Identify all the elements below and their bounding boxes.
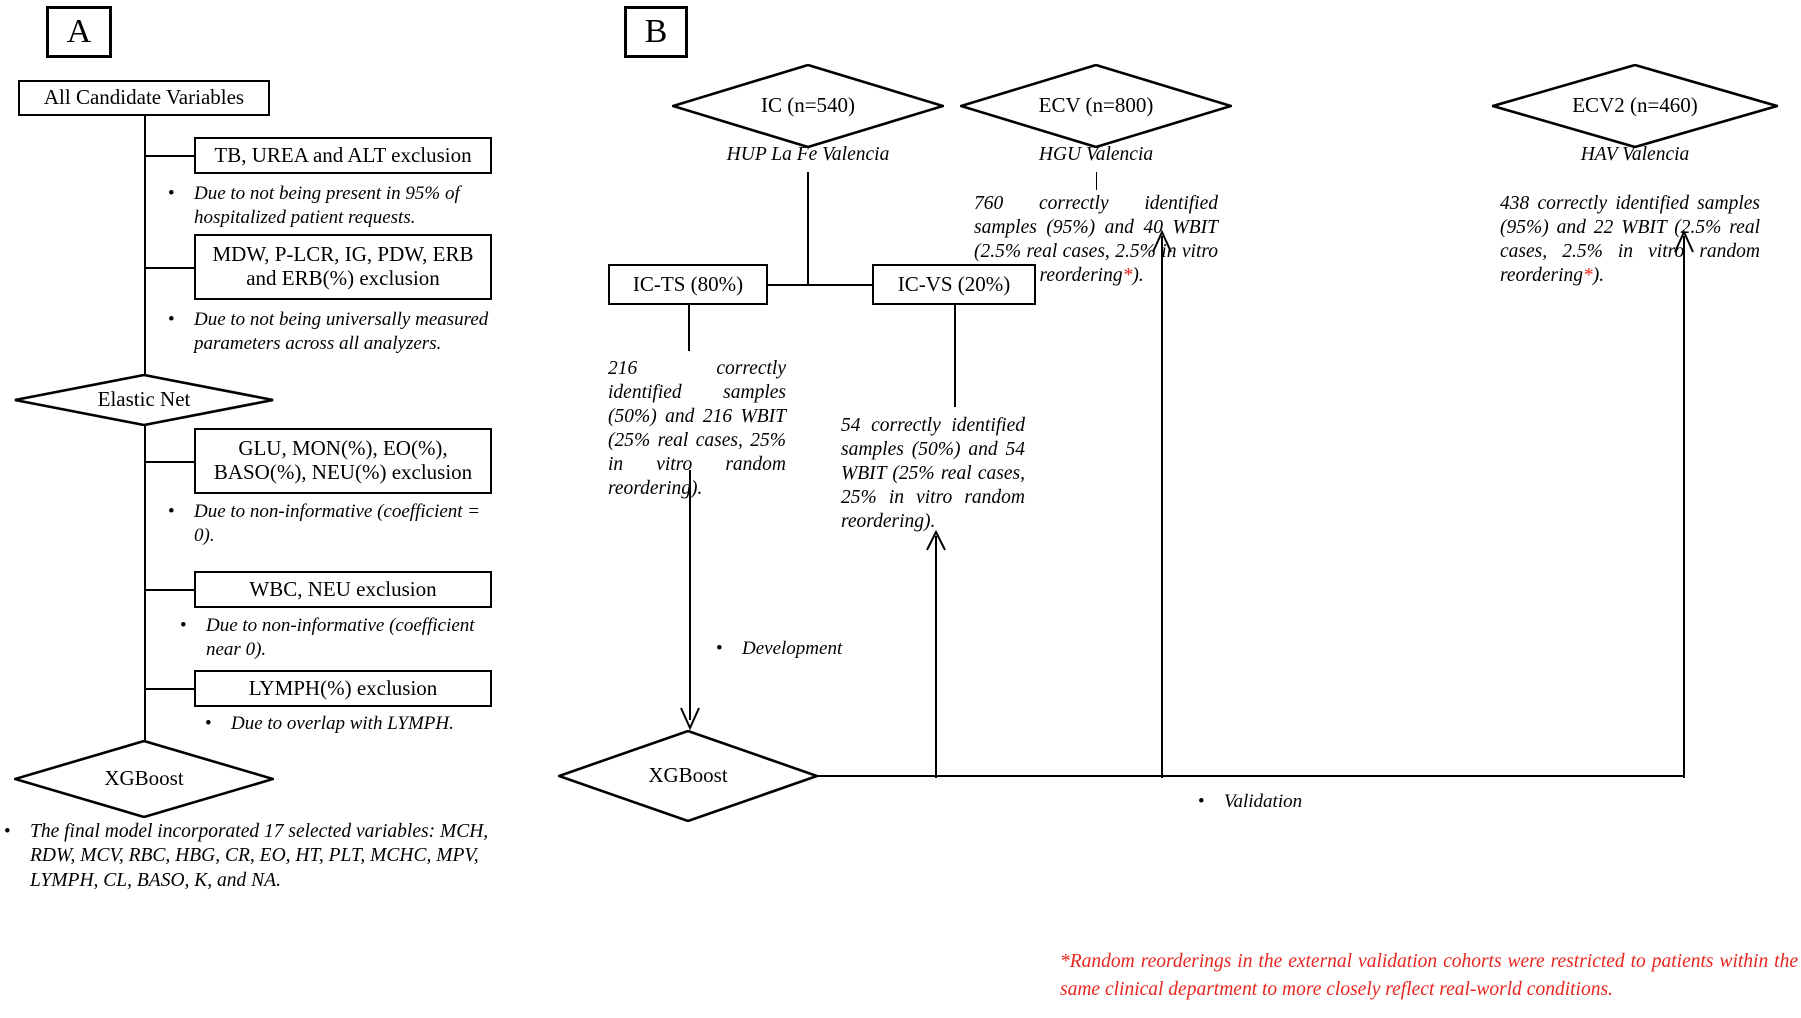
detail-ic-vs-text: 54 correctly identified samples (50%) an… [841,415,1025,532]
arrow-development [680,470,700,731]
cohort-ecv2-diamond: ECV2 (n=460) [1492,64,1778,148]
decision-xgboost-a: XGBoost [14,740,274,818]
box-all-candidate-variables-label: All Candidate Variables [43,85,245,110]
box-glu-mon-exclusion-line2: BASO(%), NEU(%) exclusion [213,460,473,484]
box-tb-urea-alt-exclusion-label: TB, UREA and ALT exclusion [214,142,472,167]
bullet-dot-icon: • [168,501,175,522]
box-glu-mon-exclusion: GLU, MON(%), EO(%), BASO(%), NEU(%) excl… [194,428,492,494]
branch-a-1 [144,155,194,157]
bullet-dot-icon: • [716,638,723,659]
note-tb-urea-alt-reason: • Due to not being present in 95% of hos… [168,182,498,230]
connector-ic-down [807,172,809,284]
bullet-dot-icon: • [168,309,175,330]
note-final-model-text: The final model incorporated 17 selected… [30,821,489,891]
note-mdw-plcr-reason-text: Due to not being universally measured pa… [194,309,489,354]
bullet-dot-icon: • [168,183,175,204]
connector-split-horizontal [768,284,872,286]
cohort-ecv-site-text: HGU Valencia [1038,144,1154,165]
panel-tag-a-label: A [66,13,92,50]
note-glu-mon-reason-text: Due to non-informative (coefficient = 0)… [194,501,481,546]
arrow-validation-icvs [926,529,946,778]
connector-ic-ts-down [688,305,690,351]
footnote-random-reordering: *Random reorderings in the external vali… [1060,948,1798,1005]
cohort-ecv2-site-text: HAV Valencia [1580,144,1690,165]
detail-ic-ts-text: 216 correctly identified samples (50%) a… [608,358,786,499]
bullet-dot-icon: • [180,615,187,636]
arrow-validation-ecv [1152,229,1172,778]
note-wbc-neu-reason: • Due to non-informative (coefficient ne… [180,614,480,662]
spine-a-top [144,116,146,376]
bullet-dot-icon: • [4,821,11,842]
box-ic-ts-label: IC-TS (80%) [632,271,744,296]
box-tb-urea-alt-exclusion: TB, UREA and ALT exclusion [194,137,492,174]
diamond-shape-icon [960,64,1232,148]
bullet-dot-icon: • [1198,791,1205,812]
decision-elastic-net: Elastic Net [14,374,274,426]
label-validation-text: Validation [1224,791,1303,812]
box-mdw-plcr-exclusion: MDW, P-LCR, IG, PDW, ERB and ERB(%) excl… [194,234,492,300]
box-glu-mon-exclusion-line1: GLU, MON(%), EO(%), [238,436,448,461]
connector-ecv-site-detail [1096,172,1097,190]
branch-a-5 [144,688,194,690]
cohort-ic-site: HUP La Fe Valencia [678,143,938,167]
diamond-shape-icon [558,730,818,822]
arrow-validation-ecv2 [1674,229,1694,778]
box-ic-vs-label: IC-VS (20%) [897,271,1011,296]
cohort-ecv2-detail-text: 438 correctly identified samples (95%) a… [1500,193,1760,286]
footnote-random-reordering-text: *Random reorderings in the external vali… [1060,951,1798,1001]
box-mdw-plcr-exclusion-line1: MDW, P-LCR, IG, PDW, ERB [212,242,474,267]
box-ic-vs: IC-VS (20%) [872,264,1036,305]
cohort-ecv-site: HGU Valencia [966,143,1226,167]
note-final-model: • The final model incorporated 17 select… [4,820,504,893]
cohort-ic-site-text: HUP La Fe Valencia [726,144,890,165]
panel-tag-b-label: B [644,13,668,50]
note-tb-urea-alt-reason-text: Due to not being present in 95% of hospi… [194,183,460,228]
cohort-ecv-diamond: ECV (n=800) [960,64,1232,148]
branch-a-4 [144,589,194,591]
note-lymph-pct-reason-text: Due to overlap with LYMPH. [231,713,454,734]
note-mdw-plcr-reason: • Due to not being universally measured … [168,308,498,356]
detail-ic-ts: 216 correctly identified samples (50%) a… [608,357,786,501]
label-development-text: Development [742,638,843,659]
note-wbc-neu-reason-text: Due to non-informative (coefficient near… [206,615,475,660]
label-validation: • Validation [1198,790,1418,814]
diamond-shape-icon [14,740,274,818]
branch-a-2 [144,267,194,269]
spine-a-bottom [144,424,146,740]
branch-a-3 [144,461,194,463]
bullet-dot-icon: • [205,713,212,734]
note-glu-mon-reason: • Due to non-informative (coefficient = … [168,500,498,548]
diamond-shape-icon [14,374,274,426]
validation-bus-line [816,775,1684,777]
cohort-ecv2-detail: 438 correctly identified samples (95%) a… [1500,192,1760,288]
panel-tag-a: A [46,6,112,58]
box-mdw-plcr-exclusion-line2: and ERB(%) exclusion [246,266,440,290]
decision-xgboost-b: XGBoost [558,730,818,822]
box-all-candidate-variables: All Candidate Variables [18,80,270,116]
box-lymph-pct-exclusion-label: LYMPH(%) exclusion [248,675,438,700]
diamond-shape-icon [1492,64,1778,148]
box-lymph-pct-exclusion: LYMPH(%) exclusion [194,670,492,707]
diamond-shape-icon [672,64,944,148]
cohort-ic-diamond: IC (n=540) [672,64,944,148]
note-lymph-pct-reason: • Due to overlap with LYMPH. [205,712,505,736]
cohort-ecv2-site: HAV Valencia [1492,143,1778,167]
connector-ic-vs-down [954,305,956,407]
detail-ic-vs: 54 correctly identified samples (50%) an… [841,414,1025,534]
box-ic-ts: IC-TS (80%) [608,264,768,305]
panel-tag-b: B [624,6,688,58]
box-wbc-neu-exclusion: WBC, NEU exclusion [194,571,492,608]
box-wbc-neu-exclusion-label: WBC, NEU exclusion [249,576,437,601]
label-development: • Development [716,637,916,661]
